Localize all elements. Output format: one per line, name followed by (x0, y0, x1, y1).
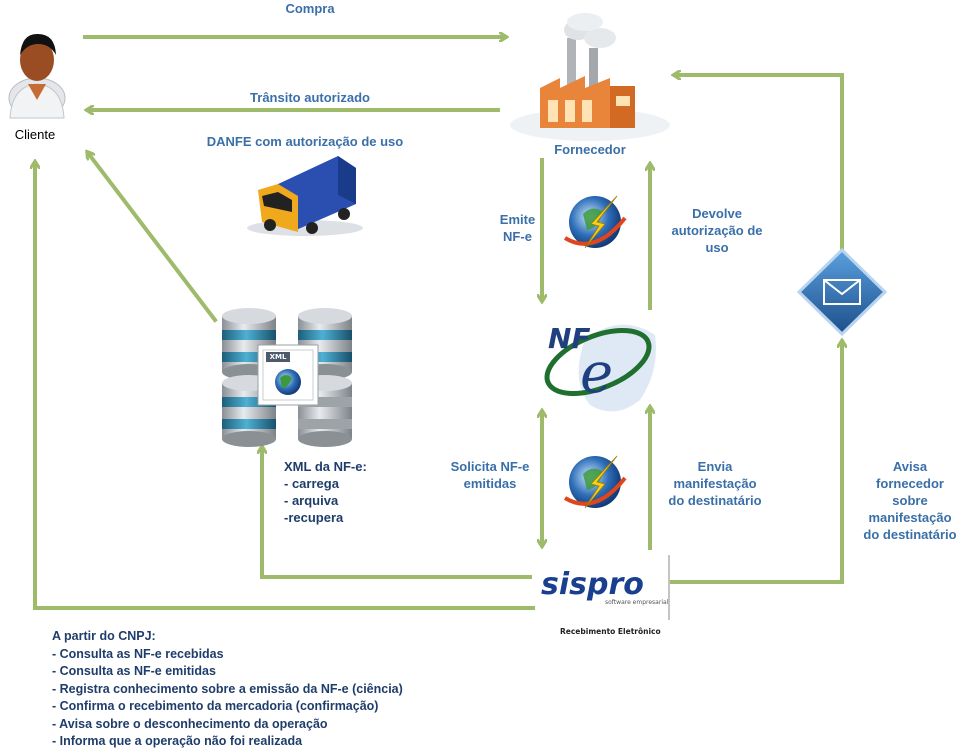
label-envia: Envia manifestação do destinatário (660, 458, 770, 509)
cnpj-list-title: A partir do CNPJ: (52, 629, 156, 643)
sispro-brand-text: sispro (541, 567, 644, 602)
label-xml: XML da NF-e: - carrega - arquiva -recupe… (284, 458, 367, 526)
label-avisa-line4: manifestação (868, 510, 952, 525)
label-solicita: Solicita NF-e emitidas (440, 458, 540, 492)
cnpj-list-item: - Confirma o recebimento da mercadoria (… (52, 699, 379, 713)
label-devolve-line2: autorização de (671, 223, 763, 238)
factory-icon (510, 13, 670, 141)
label-avisa-line3: sobre (892, 493, 928, 508)
label-transito: Trânsito autorizado (250, 90, 370, 105)
nfe-logo-letter: e (580, 341, 613, 406)
label-danfe: DANFE com autorização de uso (206, 134, 404, 149)
cnpj-feature-list: A partir do CNPJ: - Consulta as NF-e rec… (52, 628, 403, 751)
xml-badge: XML (269, 353, 287, 361)
truck-icon (247, 156, 363, 236)
cnpj-list-item: - Avisa sobre o desconhecimento da opera… (52, 716, 328, 731)
xml-file-icon (257, 344, 319, 406)
label-emite-line1: Emite (499, 212, 536, 227)
cnpj-list-item: - Registra conhecimento sobre a emissão … (52, 681, 403, 696)
label-xml-item: - carrega (284, 476, 339, 491)
nfe-logo-prefix: NF (548, 322, 591, 355)
label-fornecedor: Fornecedor (554, 142, 626, 157)
globe-lightning-icon (563, 455, 627, 509)
arrow-avisa (670, 342, 842, 584)
label-avisa: Avisa fornecedor sobre manifestação do d… (855, 458, 959, 543)
label-avisa-line1: Avisa (892, 459, 928, 474)
label-compra: Compra (285, 1, 335, 16)
label-xml-title: XML da NF-e: (284, 459, 367, 474)
cnpj-list-item: - Informa que a operação não foi realiza… (52, 734, 303, 748)
label-envia-line3: do destinatário (668, 493, 762, 508)
client-person-icon (8, 33, 66, 119)
arrow-db-cliente (88, 153, 218, 323)
arrow-envelope-fornecedor (675, 75, 844, 250)
label-solicita-line2: emitidas (463, 476, 517, 491)
cnpj-list-item: - Consulta as NF-e emitidas (52, 664, 216, 678)
label-avisa-line2: fornecedor (876, 476, 944, 491)
label-envia-line2: manifestação (673, 476, 757, 491)
sispro-caption: Recebimento Eletrônico (560, 627, 661, 636)
envelope-icon (796, 247, 888, 337)
label-solicita-line1: Solicita NF-e (450, 459, 530, 474)
label-devolve-line1: Devolve (692, 206, 742, 221)
arrow-xml (262, 448, 532, 579)
label-xml-item: -recupera (284, 510, 344, 525)
globe-lightning-icon (563, 195, 627, 249)
label-emite-line2: NF-e (503, 229, 532, 244)
nfe-logo-icon: NF e (544, 322, 656, 412)
label-xml-item: - arquiva (284, 493, 339, 508)
label-cliente: Cliente (14, 127, 56, 142)
sispro-logo: sispro software empresarial Recebimento … (541, 555, 670, 636)
label-emite: Emite NF-e (490, 211, 545, 245)
arrow-cliente-bottom (35, 163, 535, 610)
label-envia-line1: Envia (697, 459, 733, 474)
sispro-tagline: software empresarial (605, 599, 669, 606)
label-devolve-line3: uso (705, 240, 729, 255)
label-avisa-line5: do destinatário (863, 527, 957, 542)
label-devolve: Devolve autorização de uso (662, 205, 772, 256)
cnpj-list-item: - Consulta as NF-e recebidas (52, 646, 224, 661)
